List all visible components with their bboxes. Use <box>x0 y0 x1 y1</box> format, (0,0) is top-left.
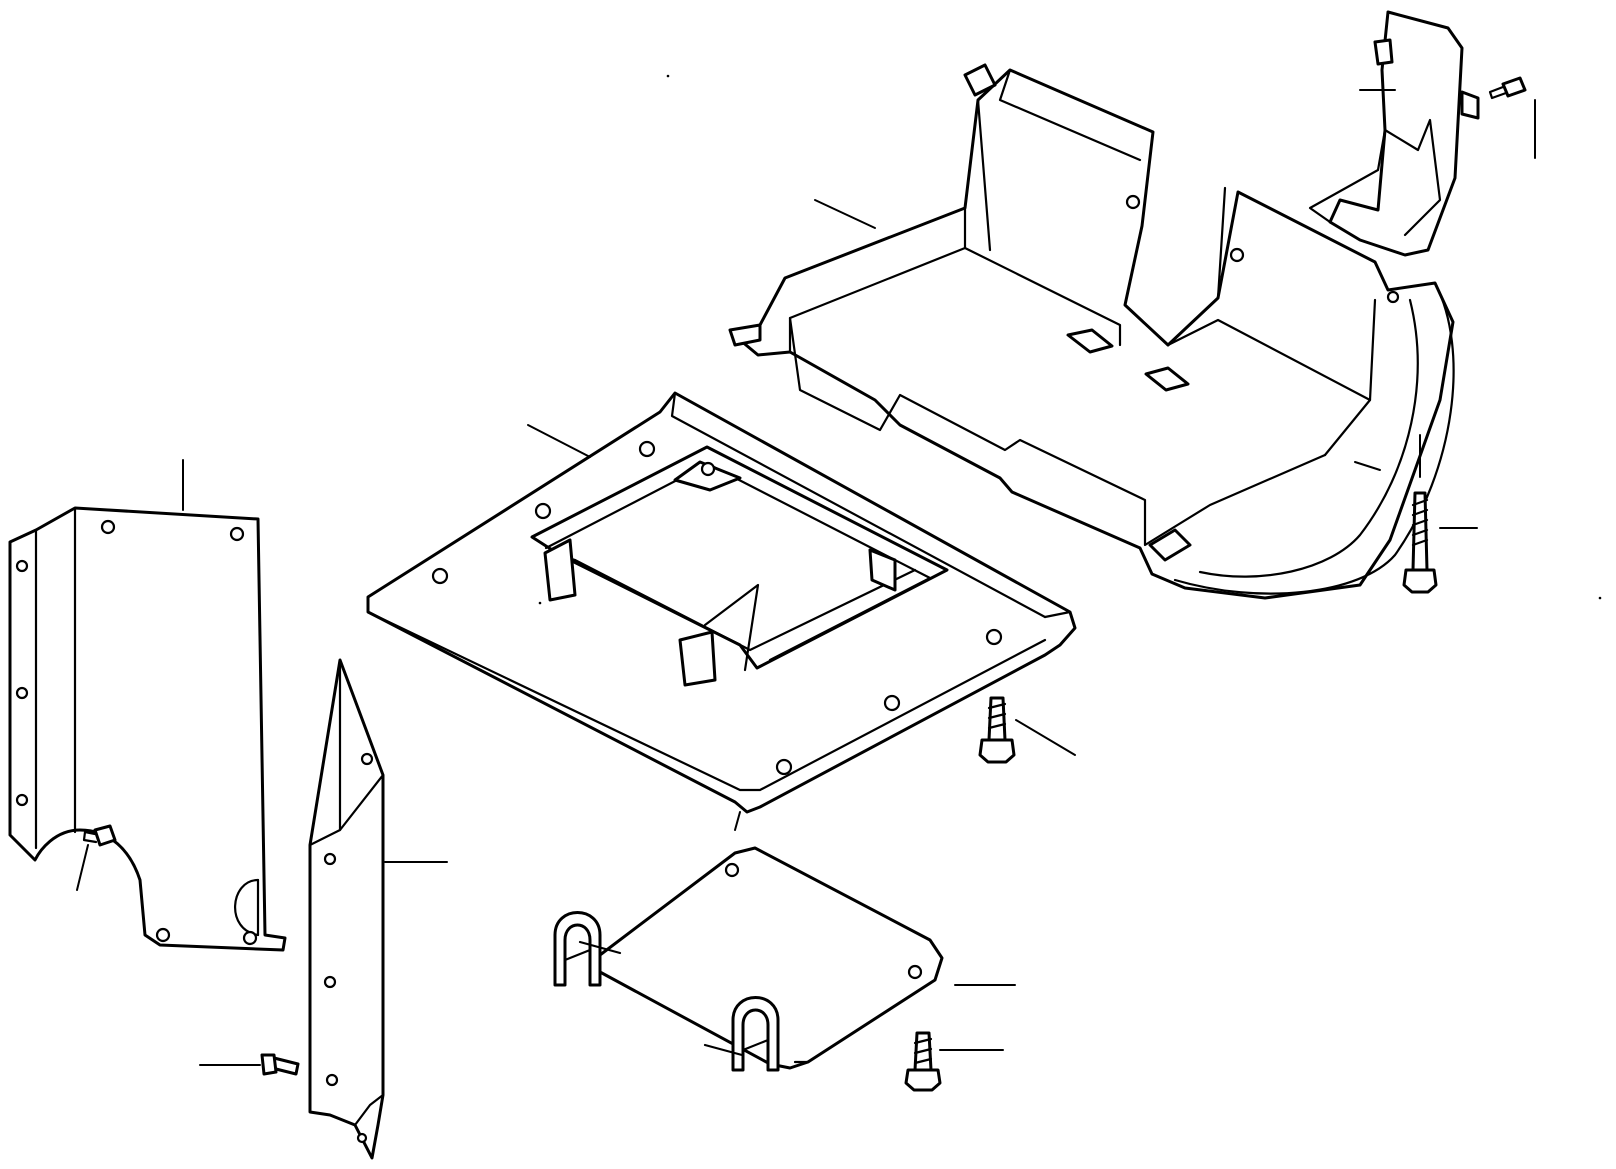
bracket-bolt <box>1488 76 1527 100</box>
rear-cover-bracket <box>1308 10 1480 257</box>
floor-plate <box>366 391 1077 814</box>
rear-cover <box>728 63 1455 600</box>
left-side-cover <box>8 506 287 952</box>
left-side-panel <box>308 658 385 1160</box>
side-panel-bolt <box>260 1053 300 1076</box>
leader-lines <box>76 89 1536 1066</box>
floor-plate-bolt <box>978 696 1016 764</box>
floor-plate-cover <box>553 846 944 1072</box>
cover-bolt <box>904 1031 942 1092</box>
side-cover-bolt <box>82 824 117 847</box>
rear-cover-bolt <box>1402 491 1438 594</box>
